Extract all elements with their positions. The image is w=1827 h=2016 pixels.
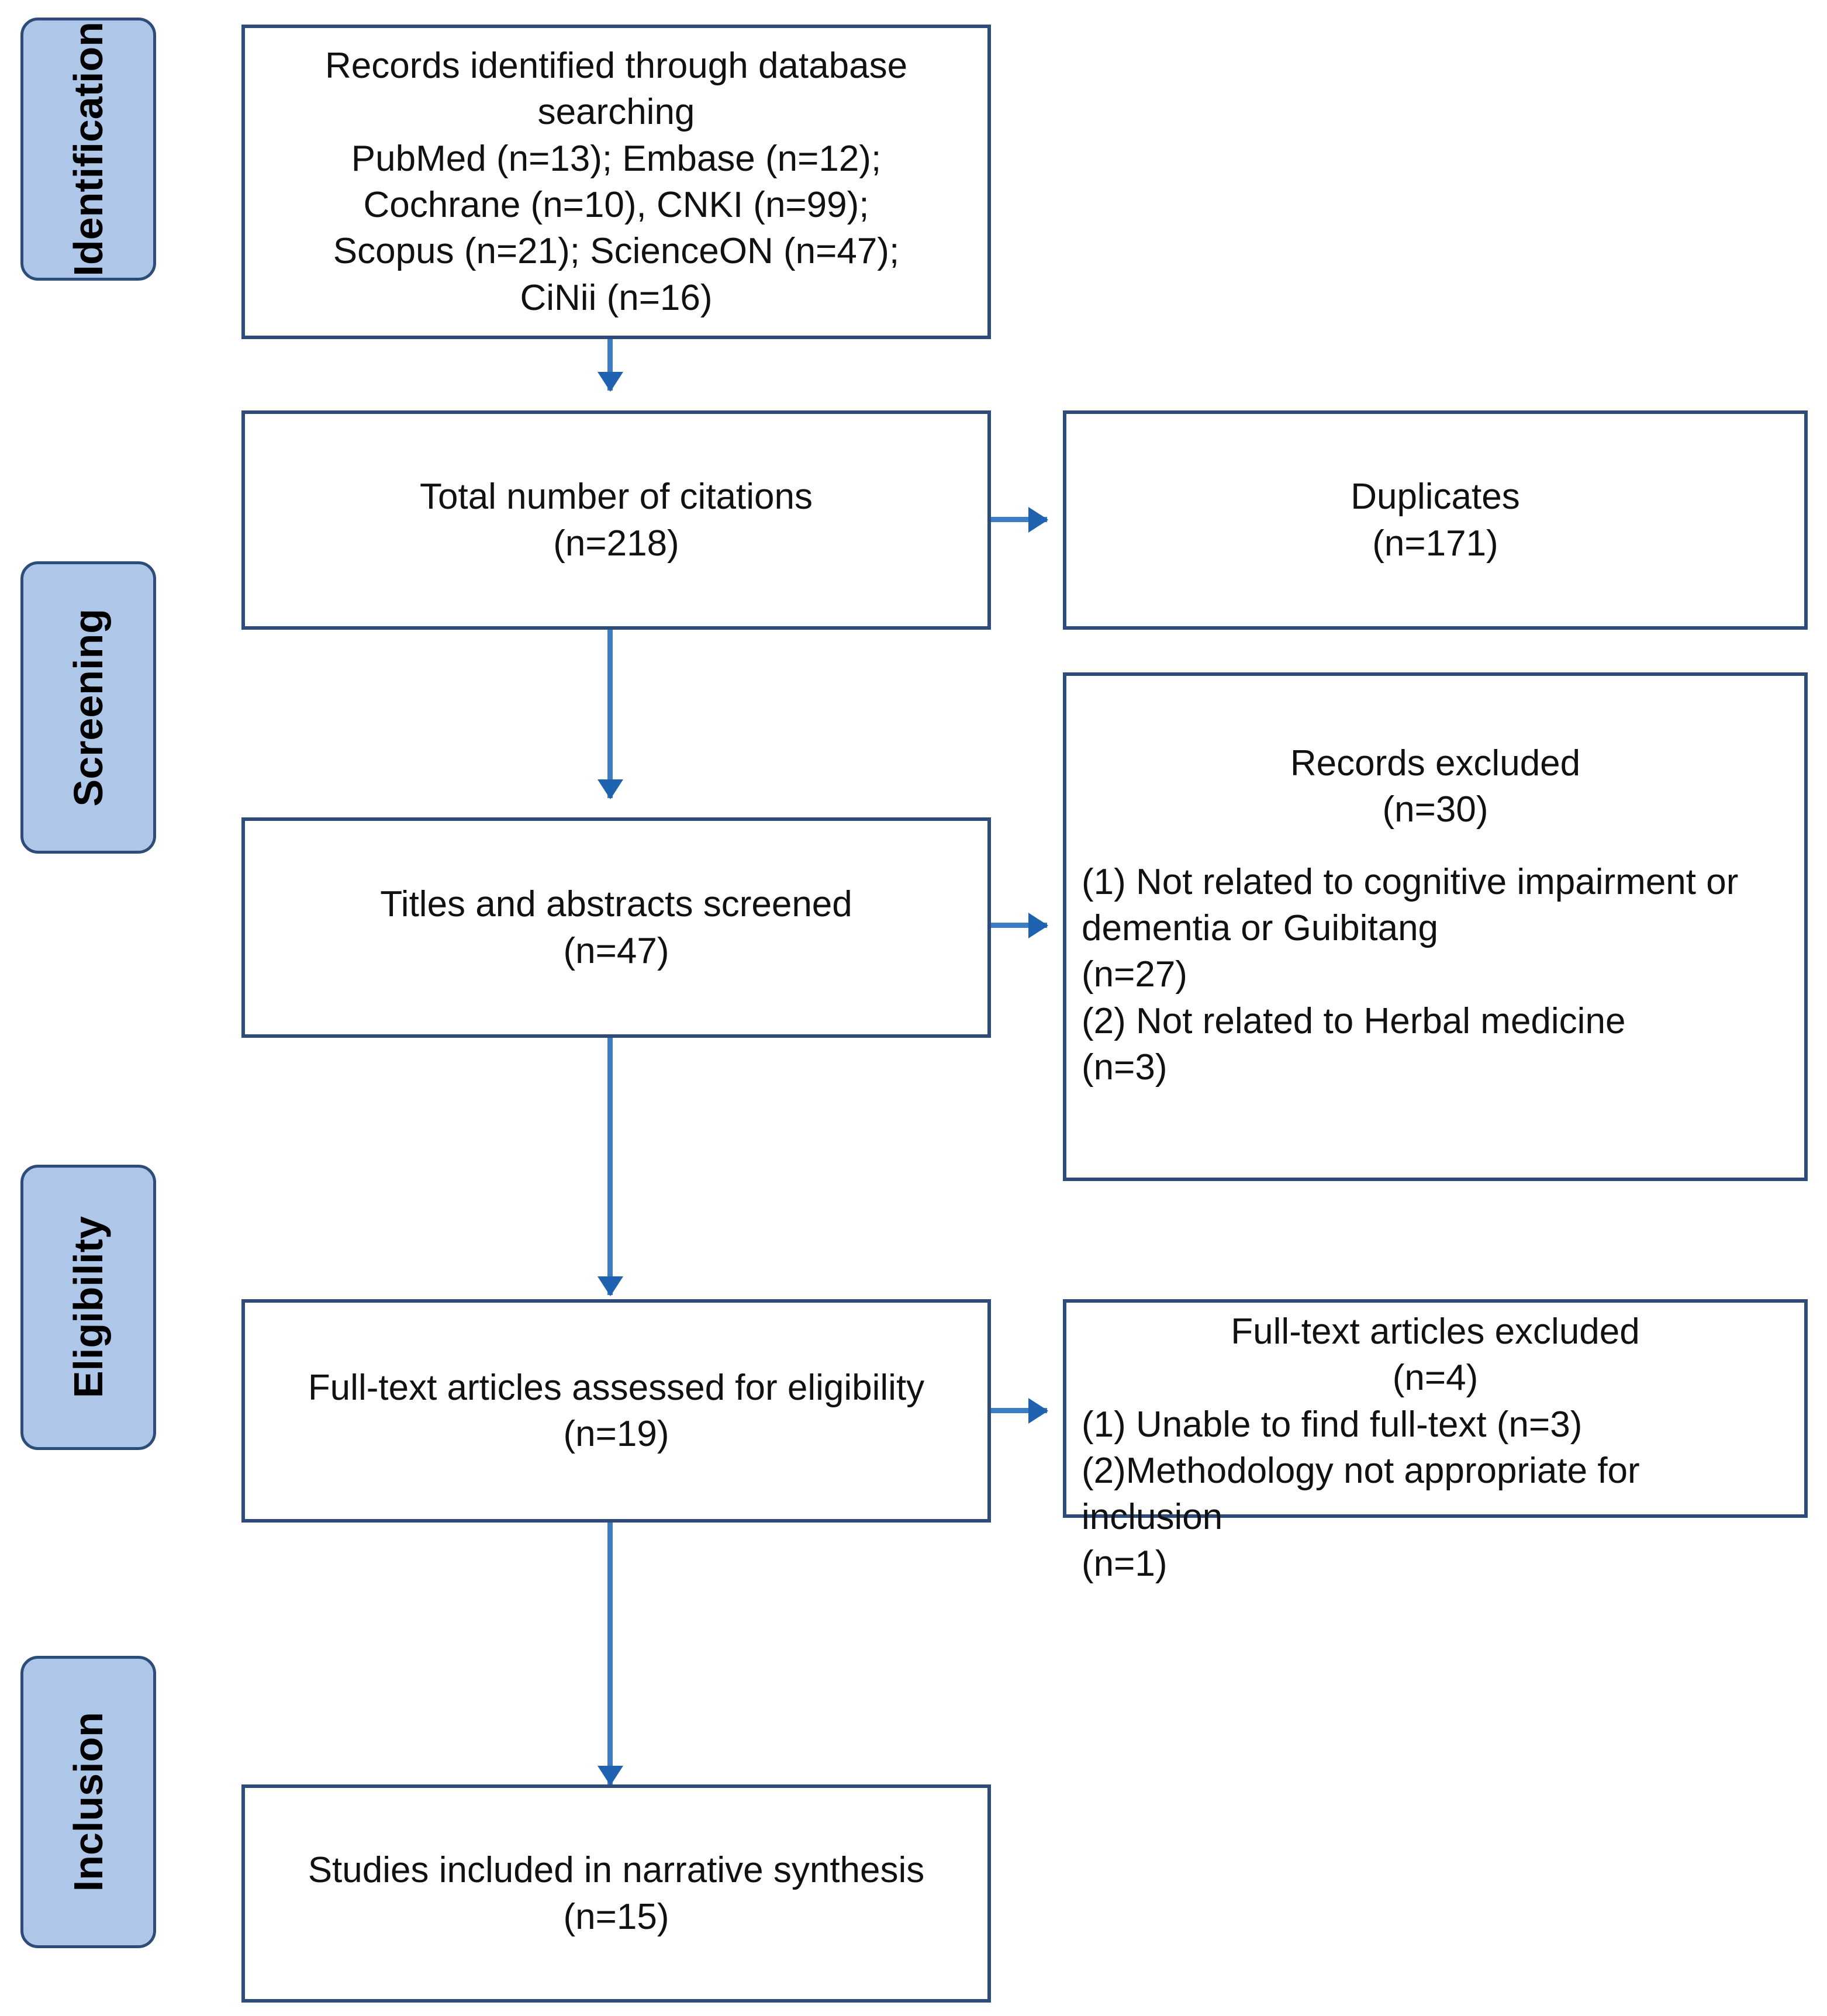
stage-tab-identification: Identification <box>20 18 156 281</box>
titles-screened-line-2: (n=47) <box>563 930 669 971</box>
box-records-identified: Records identified through database sear… <box>241 25 991 339</box>
fulltext-excluded-detail-3: (n=1) <box>1082 1543 1168 1584</box>
duplicates-line-1: Duplicates <box>1351 477 1520 517</box>
box-titles-abstracts-screened: Titles and abstracts screened (n=47) <box>241 817 991 1038</box>
fulltext-excluded-detail-1: (1) Unable to find full-text (n=3) <box>1082 1404 1583 1445</box>
fulltext-excluded-header-1: Full-text articles excluded <box>1231 1311 1640 1352</box>
studies-included-line-2: (n=15) <box>563 1896 669 1937</box>
total-citations-line-1: Total number of citations <box>419 477 813 517</box>
stage-tab-eligibility: Eligibility <box>20 1165 156 1450</box>
records-excluded-detail-1: (1) Not related to cognitive impairment … <box>1082 861 1739 902</box>
records-identified-line-2: PubMed (n=13); Embase (n=12); <box>351 138 882 179</box>
records-excluded-detail-4: (2) Not related to Herbal medicine <box>1082 1000 1626 1041</box>
box-fulltext-assessed: Full-text articles assessed for eligibil… <box>241 1299 991 1523</box>
arrow-screened-to-fulltext <box>607 1038 613 1295</box>
stage-label-eligibility: Eligibility <box>65 1216 111 1399</box>
stage-label-identification: Identification <box>65 22 111 277</box>
stage-label-screening: Screening <box>65 608 111 807</box>
records-identified-line-3: Cochrane (n=10), CNKI (n=99); <box>363 185 869 225</box>
box-duplicates: Duplicates (n=171) <box>1063 410 1808 630</box>
fulltext-assessed-line-2: (n=19) <box>563 1414 669 1454</box>
arrow-fulltext-to-fulltext-excluded <box>991 1408 1047 1413</box>
records-identified-line-1: Records identified through database sear… <box>324 45 918 133</box>
records-excluded-detail-5: (n=3) <box>1082 1047 1168 1088</box>
total-citations-line-2: (n=218) <box>553 523 679 564</box>
records-excluded-header-2: (n=30) <box>1382 789 1488 830</box>
arrow-citations-to-duplicates <box>991 517 1047 522</box>
arrow-screened-to-records-excluded <box>991 923 1047 928</box>
arrow-fulltext-to-included <box>607 1523 613 1784</box>
arrow-citations-to-screened <box>607 630 613 798</box>
fulltext-excluded-detail-2: (2)Methodology not appropriate for inclu… <box>1082 1451 1650 1538</box>
records-identified-line-5: CiNii (n=16) <box>520 277 713 318</box>
records-excluded-spacer <box>1082 833 1789 859</box>
records-identified-line-4: Scopus (n=21); ScienceON (n=47); <box>333 231 900 272</box>
records-excluded-detail-2: dementia or Guibitang <box>1082 908 1439 949</box>
stage-label-inclusion: Inclusion <box>65 1712 111 1892</box>
studies-included-line-1: Studies included in narrative synthesis <box>308 1850 925 1891</box>
fulltext-assessed-line-1: Full-text articles assessed for eligibil… <box>308 1367 925 1408</box>
stage-tab-inclusion: Inclusion <box>20 1656 156 1948</box>
records-excluded-header-1: Records excluded <box>1290 743 1581 783</box>
arrow-identified-to-citations <box>607 339 613 391</box>
box-records-excluded: Records excluded (n=30) (1) Not related … <box>1063 672 1808 1181</box>
box-total-citations: Total number of citations (n=218) <box>241 410 991 630</box>
records-excluded-detail-3: (n=27) <box>1082 954 1187 995</box>
box-fulltext-excluded: Full-text articles excluded (n=4) (1) Un… <box>1063 1299 1808 1584</box>
stage-tab-screening: Screening <box>20 561 156 854</box>
duplicates-line-2: (n=171) <box>1372 523 1498 564</box>
fulltext-excluded-header-2: (n=4) <box>1392 1358 1479 1399</box>
titles-screened-line-1: Titles and abstracts screened <box>380 884 852 925</box>
box-studies-included: Studies included in narrative synthesis … <box>241 1784 991 2003</box>
